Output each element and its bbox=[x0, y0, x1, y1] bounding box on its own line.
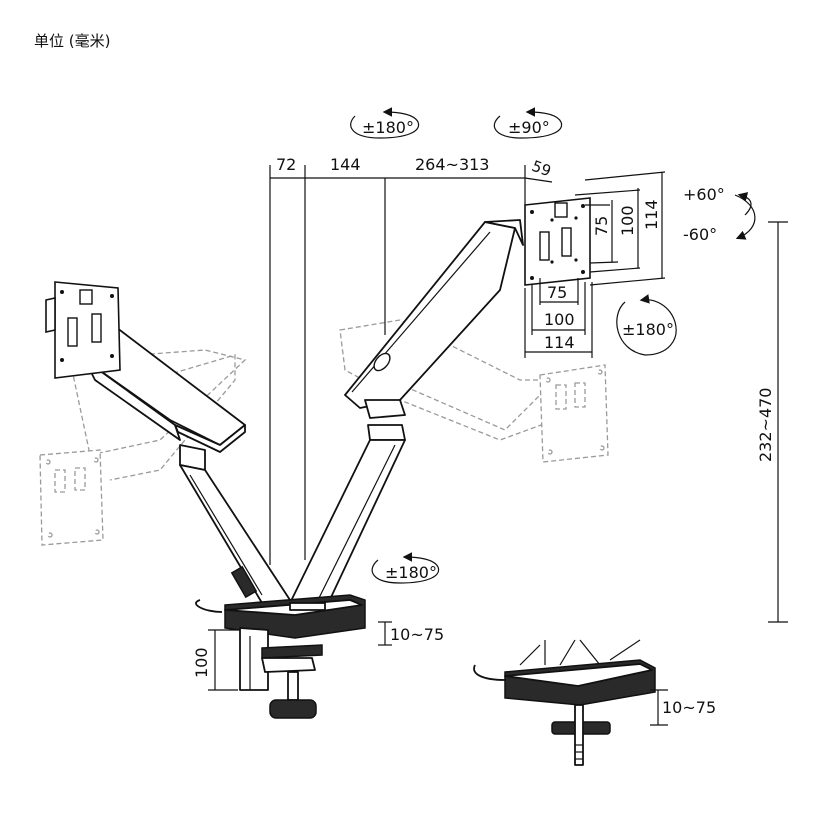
ghost-left-arm bbox=[39, 349, 247, 546]
vesa-vertical-114: 114 bbox=[642, 199, 661, 230]
base-grommet-right bbox=[473, 639, 668, 766]
desk-thickness-left-label: 10~75 bbox=[390, 625, 444, 644]
vesa-vertical-75: 75 bbox=[592, 216, 611, 236]
dim-label-59: 59 bbox=[529, 157, 553, 180]
vesa-horizontal-114: 114 bbox=[544, 333, 575, 352]
dim-label-264-313: 264~313 bbox=[415, 155, 489, 174]
rotation-arrow-top-right bbox=[493, 107, 563, 139]
rotation-arrow-top-left bbox=[350, 107, 420, 139]
dim-label-72: 72 bbox=[276, 155, 296, 174]
tilt-label-up: +60° bbox=[683, 185, 725, 204]
desk-thickness-right-label: 10~75 bbox=[662, 698, 716, 717]
vesa-dimension-lines bbox=[524, 171, 666, 358]
left-arm bbox=[84, 314, 291, 609]
rotation-arrow-right-plate bbox=[616, 294, 677, 356]
rotation-arrow-base bbox=[371, 552, 440, 584]
height-range-label: 232~470 bbox=[756, 388, 775, 462]
rotation-label-right-plate: ±180° bbox=[622, 320, 674, 339]
rotation-label-base: ±180° bbox=[385, 563, 437, 582]
right-vesa-plate bbox=[524, 197, 591, 286]
rotation-label-top-right: ±90° bbox=[508, 118, 550, 137]
top-dimension-lines bbox=[269, 165, 553, 565]
tilt-label-down: -60° bbox=[683, 225, 717, 244]
height-dimension-line bbox=[768, 221, 788, 623]
left-vesa-plate bbox=[45, 281, 121, 379]
clamp-height-label: 100 bbox=[192, 647, 211, 678]
vesa-vertical-100: 100 bbox=[618, 205, 637, 236]
dim-label-144: 144 bbox=[330, 155, 361, 174]
unit-title: 单位 (毫米) bbox=[34, 32, 111, 50]
vesa-horizontal-75: 75 bbox=[547, 283, 567, 302]
base-clamp-left bbox=[195, 594, 392, 719]
tilt-arrow bbox=[734, 192, 756, 240]
vesa-horizontal-100: 100 bbox=[544, 310, 575, 329]
right-arm bbox=[289, 219, 524, 611]
rotation-label-top-left: ±180° bbox=[362, 118, 414, 137]
